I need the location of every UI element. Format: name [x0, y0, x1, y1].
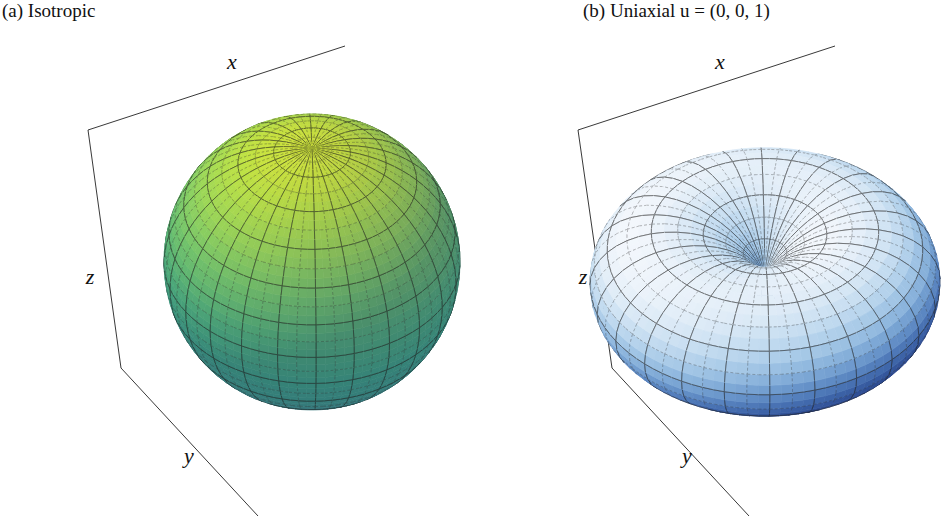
axes-box-edge [88, 130, 121, 368]
isotropic-sphere [164, 114, 460, 410]
patch-fill [310, 118, 314, 121]
surface-patch [310, 118, 314, 121]
axes-box-edge [578, 46, 835, 130]
